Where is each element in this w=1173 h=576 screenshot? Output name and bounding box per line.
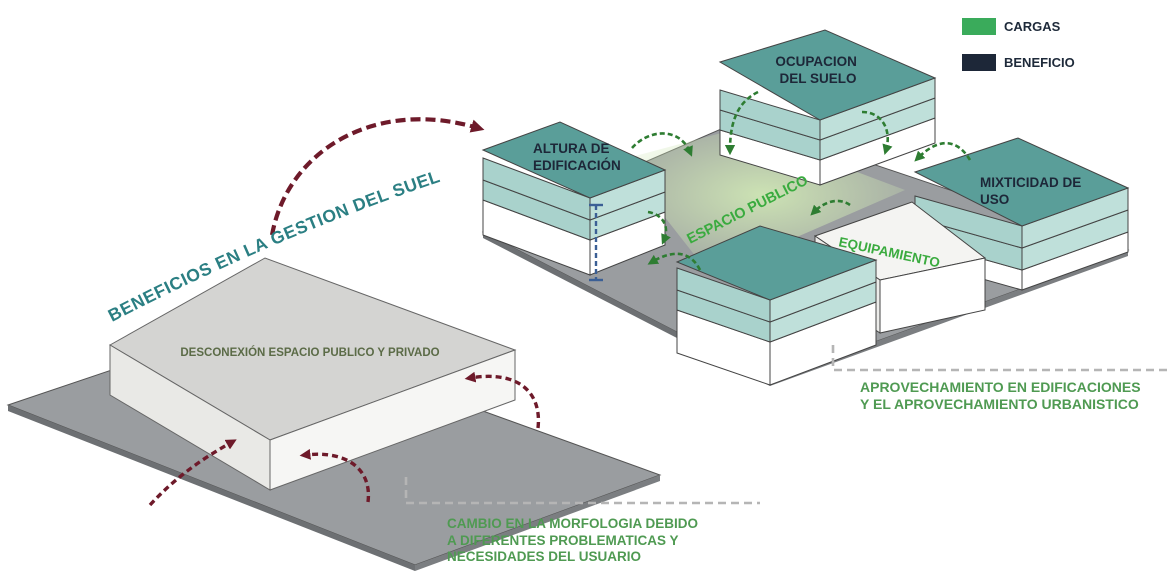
- green-arrow-2: [724, 90, 759, 156]
- green-arrow-5: [647, 210, 671, 245]
- big-curved-arrow: [269, 117, 485, 236]
- caption-aprovechamiento-line2: Y EL APROVECHAMIENTO URBANISTICO: [860, 396, 1139, 412]
- green-arrow-6: [647, 252, 702, 271]
- caption-cambio-line3: NECESIDADES DEL USUARIO: [447, 549, 642, 564]
- caption-aprovechamiento-line1: APROVECHAMIENTO EN EDIFICACIONES: [860, 379, 1141, 395]
- maroon-arrow-1: [148, 439, 237, 507]
- building-ocupacion: OCUPACION DEL SUELO: [718, 29, 937, 186]
- green-arrow-3: [861, 110, 893, 155]
- building-front: [675, 225, 878, 386]
- arc-title-path: BENEFICIOS EN LA GESTION DEL SUELO: [0, 0, 442, 326]
- left-block-right-face: [269, 349, 516, 491]
- legend-beneficio-label: BENEFICIO: [1004, 55, 1075, 70]
- caption-cambio-line1: CAMBIO EN LA MORFOLOGIA DEBIDO: [447, 516, 698, 531]
- green-arrow-4: [914, 141, 972, 162]
- legend-cargas: CARGAS: [962, 18, 1060, 35]
- legend-cargas-swatch: [962, 18, 996, 35]
- caption-cambio: CAMBIO EN LA MORFOLOGIA DEBIDO A DIFEREN…: [447, 516, 698, 566]
- maroon-arrow-3: [464, 371, 541, 429]
- mixticidad-line1: MIXTICIDAD DE: [980, 175, 1081, 190]
- legend-beneficio-swatch: [962, 54, 996, 71]
- left-block-label: DESCONEXIÓN ESPACIO PUBLICO Y PRIVADO: [180, 346, 439, 359]
- maroon-arrow-2: [299, 448, 371, 503]
- legend-beneficio: BENEFICIO: [962, 54, 1075, 71]
- leader-line-aprovechamiento: [831, 345, 1168, 372]
- green-arrow-7: [810, 199, 851, 216]
- mixticidad-line2: USO: [980, 192, 1009, 207]
- left-scene: DESCONEXIÓN ESPACIO PUBLICO Y PRIVADO: [6, 257, 760, 571]
- building-altura: ALTURA DE EDIFICACIÓN: [481, 121, 667, 282]
- green-arrow-1: [631, 132, 693, 157]
- leader-line-cambio: [404, 477, 760, 505]
- legend-cargas-label: CARGAS: [1004, 19, 1061, 34]
- left-ground-edge: [8, 405, 415, 571]
- mixticidad-label: MIXTICIDAD DE USO: [980, 175, 1085, 207]
- public-space-area: [620, 128, 905, 262]
- ocupacion-line1: OCUPACION: [775, 54, 857, 69]
- right-scene: OCUPACION DEL SUELO ALTURA DE EDIFICACIÓ…: [481, 29, 1168, 386]
- altura-line2: EDIFICACIÓN: [533, 158, 621, 173]
- ocupacion-line2: DEL SUELO: [779, 71, 856, 86]
- ocupacion-label: OCUPACION DEL SUELO: [775, 54, 860, 86]
- arc-title: BENEFICIOS EN LA GESTION DEL SUELO: [0, 0, 443, 326]
- altura-line1: ALTURA DE: [533, 141, 610, 156]
- caption-cambio-line2: A DIFERENTES PROBLEMATICAS Y: [447, 532, 679, 548]
- altura-label: ALTURA DE EDIFICACIÓN: [533, 141, 621, 173]
- caption-aprovechamiento: APROVECHAMIENTO EN EDIFICACIONES Y EL AP…: [860, 379, 1141, 413]
